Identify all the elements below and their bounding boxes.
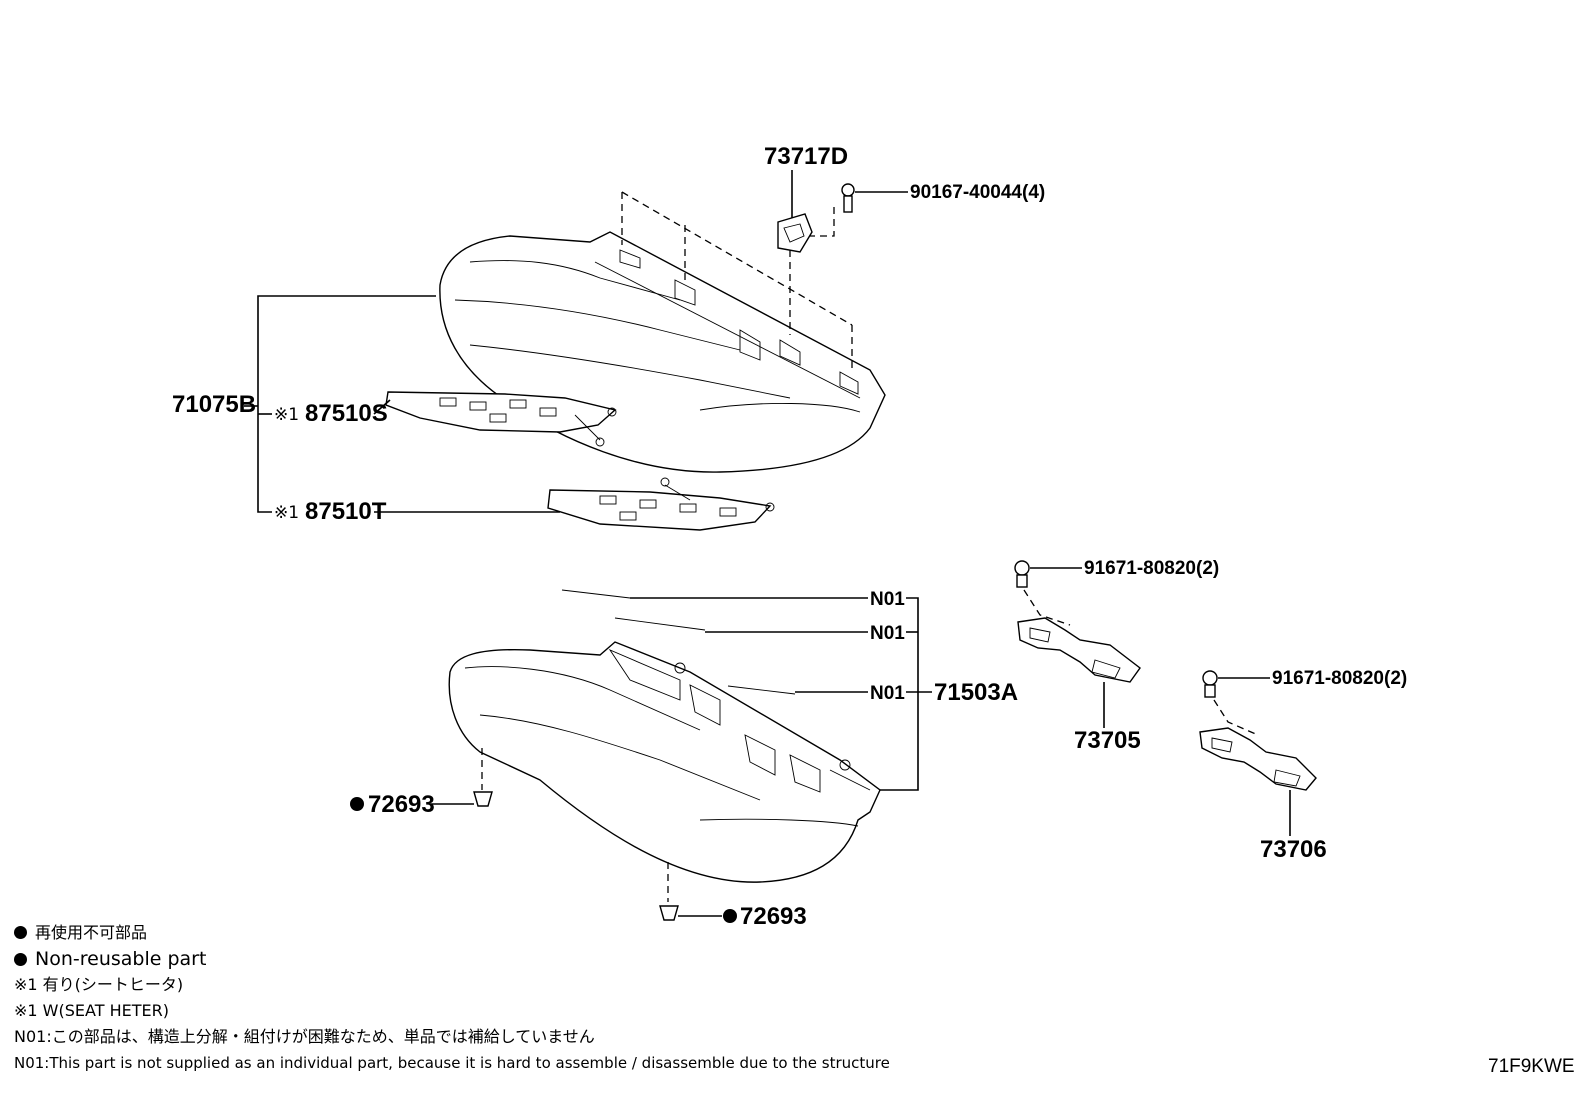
part-label-73705[interactable]: 73705 <box>1074 727 1141 754</box>
part-label-91671-80820-a[interactable]: 91671-80820(2) <box>1084 558 1219 579</box>
part-label-73706[interactable]: 73706 <box>1260 836 1327 863</box>
clip-72693-right[interactable] <box>659 905 679 921</box>
bolt-91671-a[interactable] <box>1014 560 1030 588</box>
part-label-72693-right[interactable]: 72693 <box>740 903 807 930</box>
legend-nonreusable-ja: 再使用不可部品 <box>14 920 890 946</box>
figure-code: 71F9KWE <box>1488 1056 1575 1077</box>
part-label-90167-40044[interactable]: 90167-40044(4) <box>910 182 1045 203</box>
nonreusable-dot-icon <box>14 953 27 966</box>
seat-cushion-cover[interactable] <box>439 231 886 473</box>
seat-heater-87510t[interactable] <box>547 477 775 531</box>
legend: 再使用不可部品 Non-reusable part ※1 有り(シートヒータ) … <box>14 920 890 1076</box>
hinge-73705[interactable] <box>1017 617 1141 683</box>
part-label-71075b[interactable]: 71075B <box>172 391 256 418</box>
bolt-90167[interactable] <box>841 183 855 213</box>
part-label-91671-80820-b[interactable]: 91671-80820(2) <box>1272 668 1407 689</box>
wire-n01-1[interactable] <box>561 589 631 599</box>
legend-heater-ja: ※1 有り(シートヒータ) <box>14 975 184 994</box>
part-label-n01-2[interactable]: N01 <box>870 623 905 644</box>
heater-mark-87510t: ※1 <box>274 503 299 523</box>
hinge-73706[interactable] <box>1199 727 1317 791</box>
part-label-73717d[interactable]: 73717D <box>764 143 848 170</box>
clip-72693-left[interactable] <box>473 791 493 807</box>
part-label-72693-left[interactable]: 72693 <box>368 791 435 818</box>
wire-n01-2[interactable] <box>614 617 706 631</box>
part-label-87510t[interactable]: 87510T <box>305 498 387 525</box>
seat-heater-87510s[interactable] <box>385 391 617 447</box>
legend-n01-ja: N01:この部品は、構造上分解・組付けが困難なため、単品では補給していません <box>14 1027 595 1046</box>
legend-n01-en: N01:This part is not supplied as an indi… <box>14 1054 890 1072</box>
part-label-71503a[interactable]: 71503A <box>934 679 1018 706</box>
nonreusable-dot-72693-right <box>723 909 737 923</box>
part-label-n01-3[interactable]: N01 <box>870 683 905 704</box>
nonreusable-dot-icon <box>14 926 27 939</box>
bolt-91671-b[interactable] <box>1202 670 1218 698</box>
wire-n01-3[interactable] <box>727 685 796 695</box>
nonreusable-dot-72693-left <box>350 797 364 811</box>
seat-cushion-pad[interactable] <box>448 641 881 883</box>
legend-nonreusable-en: Non-reusable part <box>14 946 890 972</box>
legend-heater-en: ※1 W(SEAT HETER) <box>14 1001 169 1020</box>
bracket-73717d[interactable] <box>777 213 813 253</box>
part-label-n01-1[interactable]: N01 <box>870 589 905 610</box>
heater-mark-87510s: ※1 <box>274 405 299 425</box>
